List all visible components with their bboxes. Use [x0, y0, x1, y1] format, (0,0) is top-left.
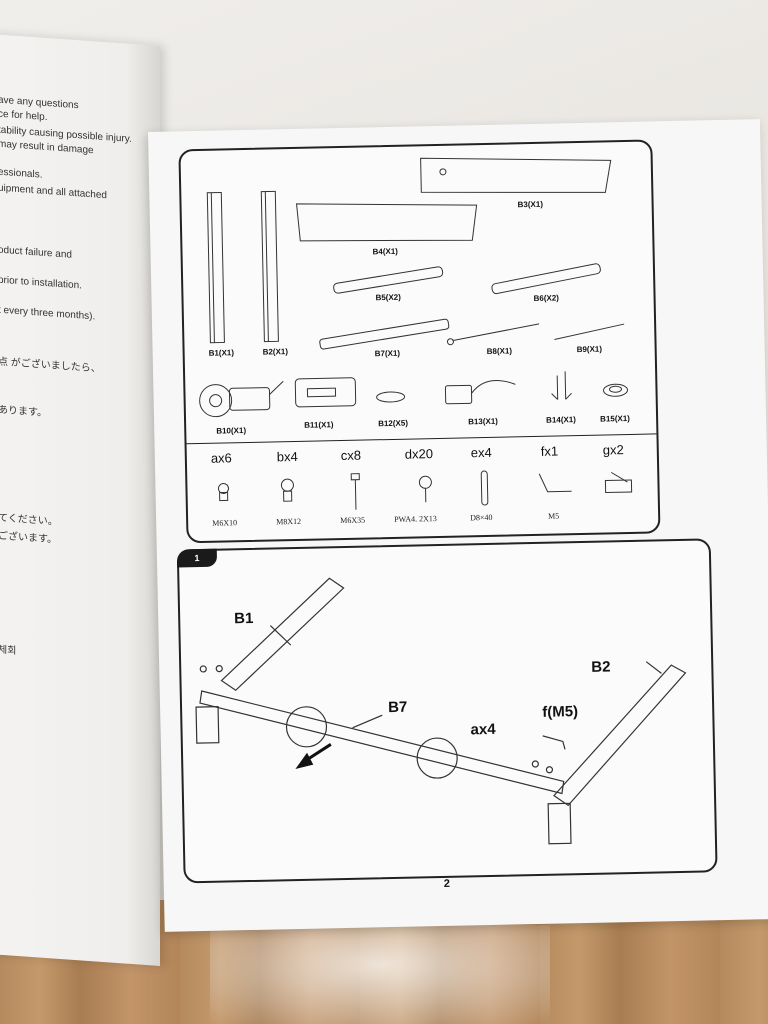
hardware-code-d: dx20: [404, 446, 434, 462]
left-text-line: ce for help.: [0, 108, 48, 124]
part-label-b15: B15(X1): [600, 413, 630, 424]
hardware-code-g: gx2: [602, 442, 624, 458]
hardware-code-e: ex4: [470, 444, 492, 461]
callout-b2: B2: [591, 658, 611, 676]
grommet-b15-drawing: [603, 383, 629, 397]
part-label-b4: B4(X1): [372, 246, 398, 257]
bracket-b6-drawing: [491, 263, 601, 295]
callout-b7: B7: [387, 698, 408, 717]
hook-b14-drawing: [551, 371, 572, 400]
hardware-code-f: fx1: [540, 443, 559, 459]
callout-b1: B1: [234, 609, 254, 628]
desktop-b3-drawing: [420, 157, 612, 193]
leg-b1-drawing: [206, 191, 225, 344]
part-label-b3: B3(X1): [517, 199, 544, 210]
left-text-line: essionals.: [0, 166, 43, 181]
hardware-code-a: ax6: [210, 450, 232, 466]
step-diagram: [195, 577, 687, 845]
bracket-b5-drawing: [333, 266, 444, 294]
right-foot-diagram: [547, 802, 572, 845]
page-number: 2: [443, 877, 451, 890]
parts-panel: B1(X1) B2(X1) B3(X1) B4(X1) B5(X2) B6(X2…: [178, 139, 661, 544]
leg-b1-diagram: [220, 577, 345, 692]
callout-ax4: ax4: [470, 720, 496, 739]
hardware-spec-d: PWA4. 2X13: [394, 514, 437, 524]
direction-arrow: [295, 743, 332, 770]
hex-key-diagram: [542, 735, 566, 750]
hardware-spec-f: M5: [548, 511, 560, 521]
left-text-line: t every three months).: [0, 304, 96, 323]
part-label-b8: B8(X1): [486, 346, 513, 356]
part-label-b2: B2(X1): [262, 347, 289, 357]
control-box-b11-drawing: [294, 377, 357, 408]
left-text-line: 체회: [0, 644, 17, 657]
hardware-code-b: bx4: [276, 448, 298, 465]
hardware-spec-a: M6X10: [212, 518, 238, 528]
parts-drawings: [199, 157, 633, 510]
left-page: ave any questions ce for help. tability …: [0, 34, 160, 966]
part-label-b14: B14(X1): [546, 415, 577, 425]
cable-b9-drawing: [554, 323, 625, 341]
desktop-b4-drawing: [295, 203, 478, 242]
manual-page: B1(X1) B2(X1) B3(X1) B4(X1) B5(X2) B6(X2…: [148, 119, 768, 932]
callout-f: f(M5): [542, 703, 579, 721]
part-label-b10: B10(X1): [216, 426, 247, 436]
left-text-line: oduct failure and: [0, 244, 72, 261]
part-label-b9: B9(X1): [576, 344, 603, 355]
part-label-b6: B6(X2): [533, 293, 560, 303]
plastic-wrap: [210, 925, 550, 1024]
hardware-spec-e: D8×40: [470, 512, 493, 523]
adapter-b13-drawing: [444, 384, 473, 405]
left-text-line: ございます。: [0, 530, 57, 546]
part-label-b11: B11(X1): [304, 420, 334, 430]
part-label-b7: B7(X1): [374, 348, 401, 359]
part-label-b1: B1(X1): [208, 348, 235, 358]
hardware-code-c: cx8: [340, 447, 362, 464]
part-label-b13: B13(X1): [468, 416, 499, 427]
cable-b8-drawing: [452, 323, 540, 342]
left-text-line: uipment and all attached: [0, 182, 107, 202]
left-text-line: prior to installation.: [0, 274, 82, 292]
hardware-icons: [217, 470, 633, 510]
hardware-spec-c: M6X35: [340, 515, 366, 526]
part-label-b12: B12(X5): [378, 418, 409, 429]
leg-b2-diagram: [553, 664, 687, 807]
hardware-spec-b: M8X12: [276, 516, 302, 527]
detail-circle-1: [285, 706, 328, 748]
detail-circle-2: [416, 737, 458, 779]
left-foot-diagram: [195, 706, 220, 744]
step-panel: 1: [176, 538, 718, 884]
part-label-b5: B5(X2): [375, 292, 401, 303]
crossbar-b7-diagram: [199, 690, 565, 795]
leg-b2-drawing: [260, 190, 279, 343]
left-text-line: 点 がございましたら、: [0, 356, 101, 375]
plate-b12-drawing: [376, 391, 406, 403]
left-text-line: あります。: [0, 404, 47, 420]
left-text-line: てください。: [0, 512, 58, 528]
crossbar-b7-drawing: [319, 318, 450, 350]
motor-b10-drawing: [199, 384, 233, 418]
